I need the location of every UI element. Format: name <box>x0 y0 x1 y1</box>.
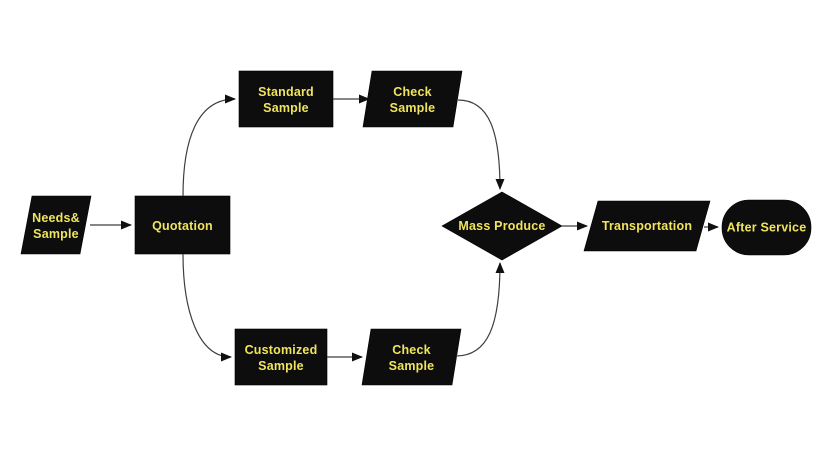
node-check-sample-top: Check Sample <box>362 70 463 128</box>
node-needs-sample: Needs& Sample <box>20 195 92 255</box>
check-sample-bottom-label-line1: Check <box>392 343 431 357</box>
transportation-parallelogram <box>583 200 711 252</box>
node-transportation: Transportation <box>583 200 711 252</box>
check-sample-top-label-line2: Sample <box>390 101 436 115</box>
check-sample-top-parallelogram <box>362 70 463 128</box>
quotation-label: Quotation <box>152 219 213 233</box>
check-sample-bottom-parallelogram <box>361 328 462 386</box>
after-service-label: After Service <box>727 221 807 235</box>
check-sample-top-label-line1: Check <box>393 85 432 99</box>
transportation-label: Transportation <box>602 219 692 233</box>
standard-sample-label-line1: Standard <box>258 85 314 99</box>
standard-sample-label-line2: Sample <box>263 101 309 115</box>
after-service-terminator <box>721 199 812 256</box>
customized-sample-label-line1: Customized <box>245 343 318 357</box>
node-customized-sample: Customized Sample <box>234 328 328 386</box>
node-quotation: Quotation <box>134 195 231 255</box>
edge-quotation-to-customized-sample <box>182 253 232 362</box>
node-check-sample-bottom: Check Sample <box>361 328 462 386</box>
needs-sample-parallelogram <box>20 195 92 255</box>
standard-sample-rectangle <box>238 70 334 128</box>
mass-produce-diamond <box>441 191 563 261</box>
edge-check-sample-bottom-to-mass-produce <box>455 262 505 357</box>
quotation-rectangle <box>134 195 231 255</box>
edge-check-sample-top-to-mass-produce <box>457 99 505 190</box>
node-after-service: After Service <box>721 199 812 256</box>
edge-quotation-to-standard-sample <box>182 94 236 197</box>
needs-sample-label-line1: Needs& <box>32 211 80 225</box>
customized-sample-label-line2: Sample <box>258 359 304 373</box>
node-standard-sample: Standard Sample <box>238 70 334 128</box>
check-sample-bottom-label-line2: Sample <box>389 359 435 373</box>
mass-produce-label: Mass Produce <box>458 219 545 233</box>
needs-sample-label-line2: Sample <box>33 227 79 241</box>
customized-sample-rectangle <box>234 328 328 386</box>
node-mass-produce: Mass Produce <box>441 191 563 261</box>
